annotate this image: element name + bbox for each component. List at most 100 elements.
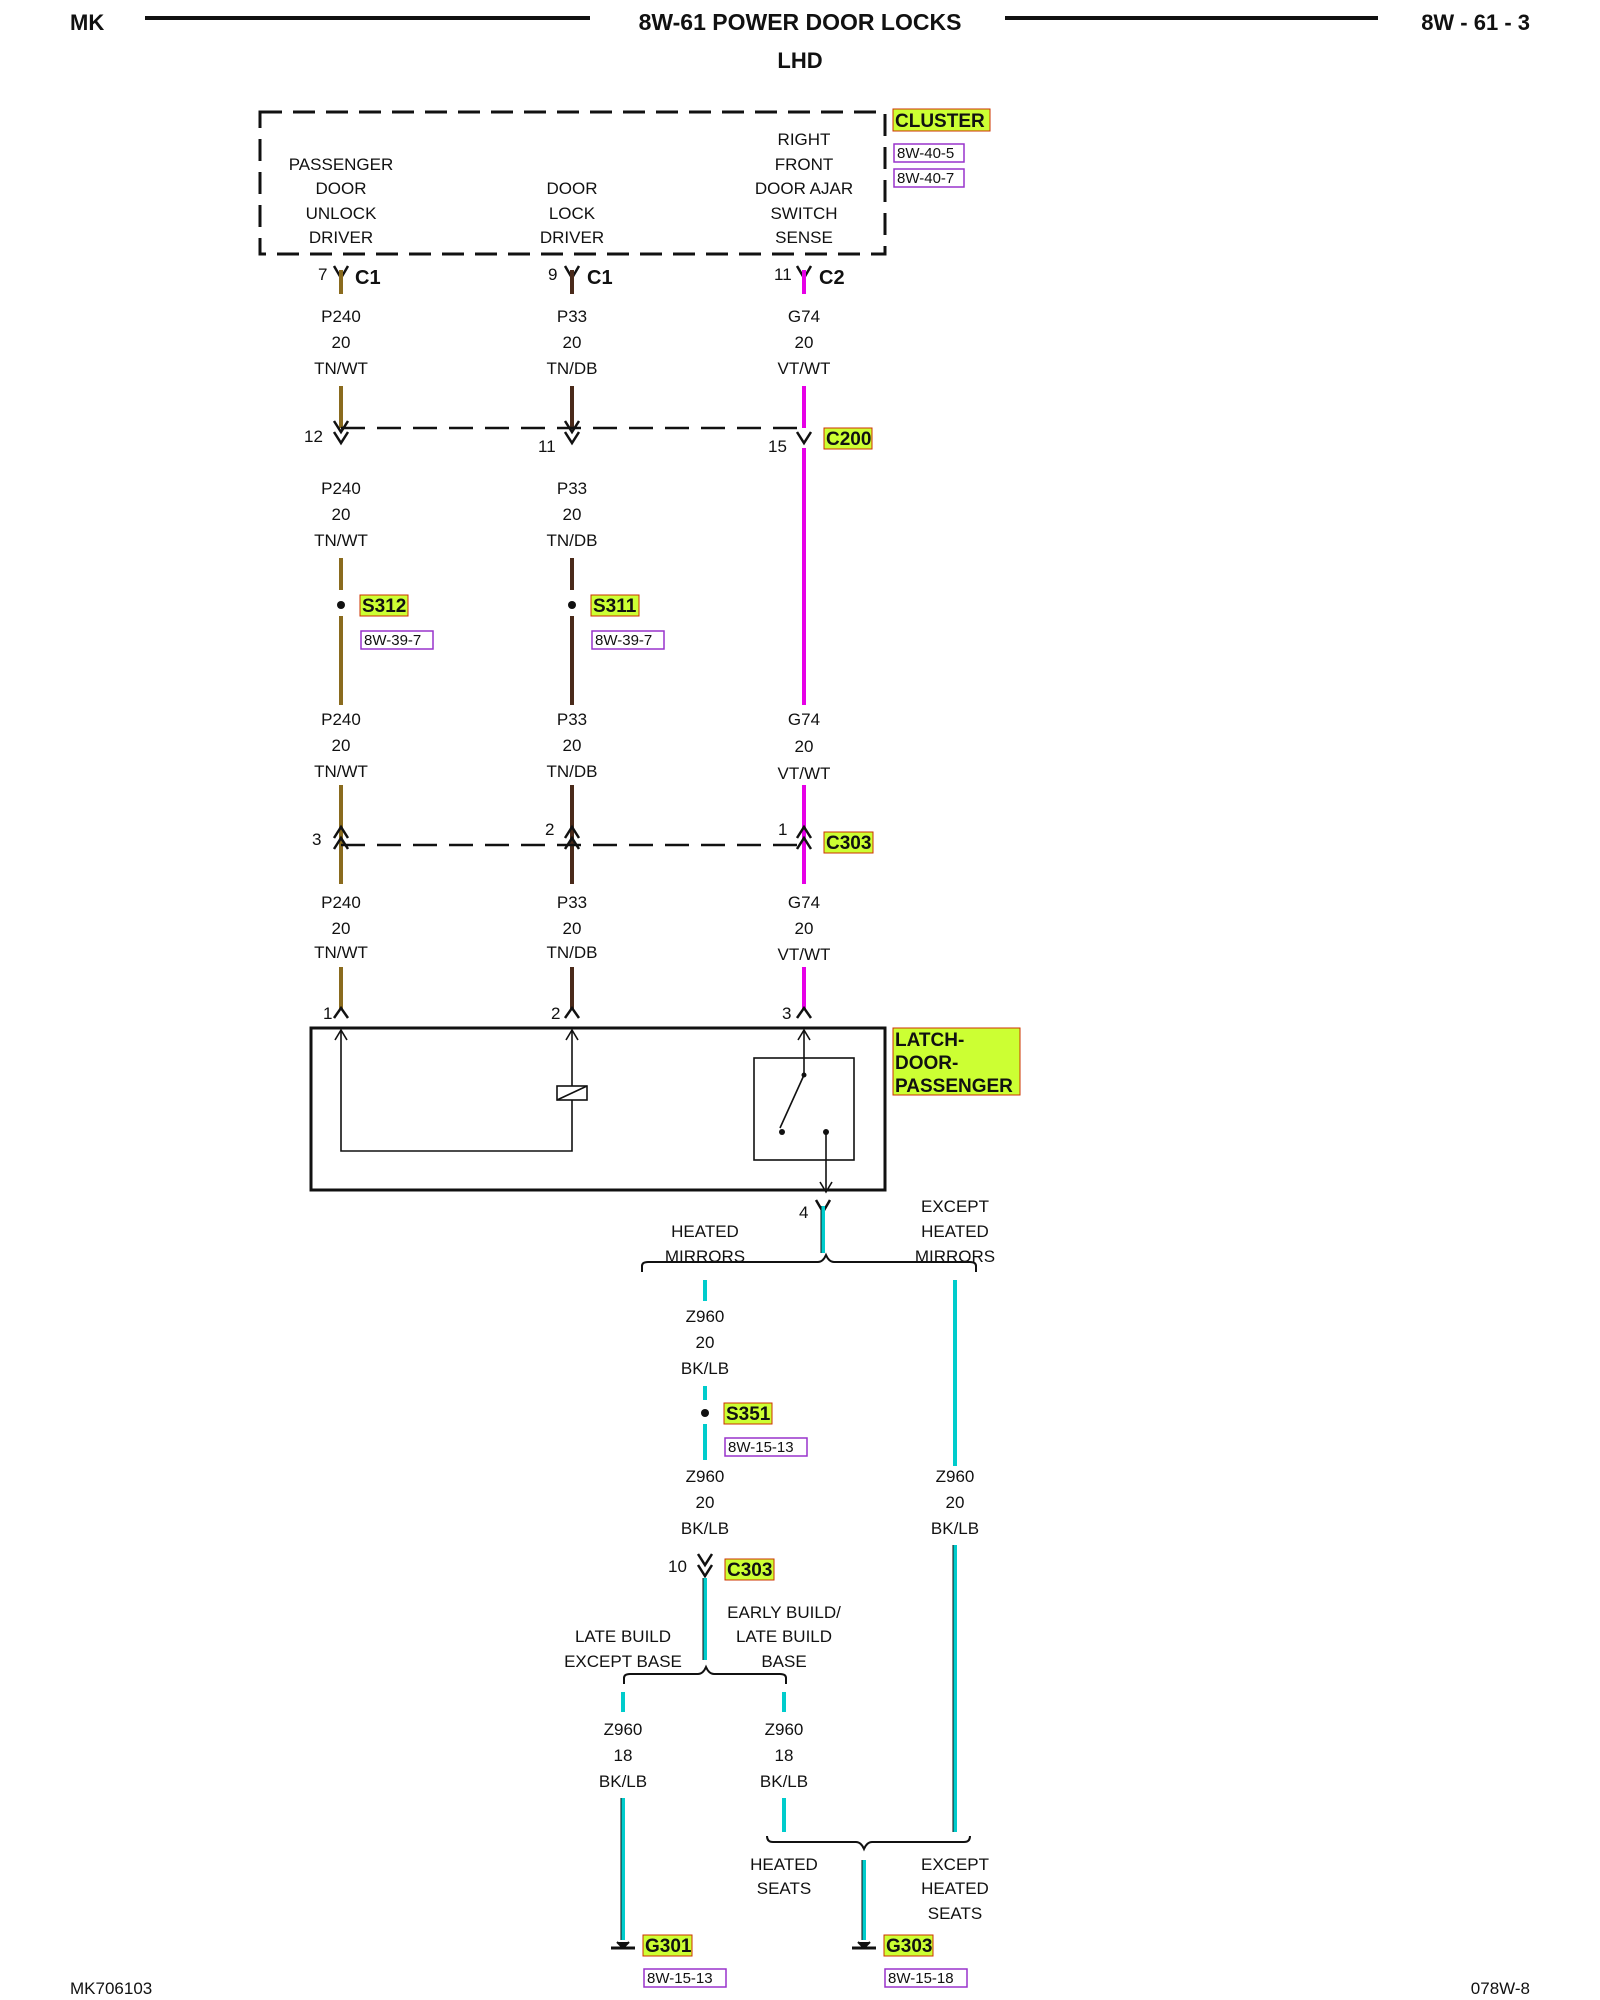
wire-color: TN/DB (547, 531, 598, 550)
wire-circuit: Z960 (686, 1467, 725, 1486)
s312-ref[interactable]: 8W-39-7 (364, 632, 421, 649)
splice-dot (701, 1409, 709, 1417)
branch-label: EXCEPT BASE (564, 1652, 682, 1671)
wire-color: TN/DB (547, 943, 598, 962)
cluster-pin-7: 7 C1 (318, 265, 381, 289)
ground-g301: G301 8W-15-13 (611, 1934, 727, 1988)
branch-label: MIRRORS (915, 1247, 995, 1266)
wire-g74: G74 20 VT/WT G74 20 VT/WT G74 20 VT/WT (778, 270, 831, 1010)
wire-circuit: P33 (557, 307, 587, 326)
wire-color: TN/DB (547, 359, 598, 378)
pin-symbol (563, 420, 581, 435)
branch-label: EXCEPT (921, 1855, 989, 1874)
pin-symbol (795, 824, 813, 839)
g301-ref-box (643, 1968, 727, 1988)
wire-circuit: G74 (788, 710, 820, 729)
splice-s351: S351 8W-15-13 (701, 1402, 808, 1457)
latch-arrow (797, 1028, 811, 1041)
wire-circuit: P33 (557, 710, 587, 729)
branch-label: EARLY BUILD/ (727, 1603, 841, 1622)
latch-label-line: DOOR- (895, 1053, 958, 1074)
wire-color: TN/WT (314, 943, 368, 962)
branch-label: EXCEPT (921, 1197, 989, 1216)
wire-gauge: 20 (563, 333, 582, 352)
cluster-ref-1[interactable]: 8W-40-5 (897, 145, 954, 162)
option-brace (766, 1835, 971, 1852)
pin-number: 10 (668, 1557, 687, 1576)
g301-ref[interactable]: 8W-15-13 (647, 1970, 713, 1987)
branch-label: HEATED (921, 1222, 989, 1241)
wire-circuit: P33 (557, 479, 587, 498)
s312-tag-bg (359, 594, 409, 617)
branch-label: HEATED (671, 1222, 739, 1241)
cluster-pin-9: 9 C1 (548, 265, 613, 289)
wire-gauge: 20 (332, 333, 351, 352)
wire-circuit: P240 (321, 479, 361, 498)
g303-label: G303 (886, 1936, 932, 1957)
function-line: FRONT (775, 155, 834, 174)
function-line: DOOR AJAR (755, 179, 853, 198)
pin-symbol (563, 835, 581, 850)
s351-ref[interactable]: 8W-15-13 (728, 1439, 794, 1456)
wire-gauge: 20 (795, 919, 814, 938)
c303b-tag-bg (724, 1558, 775, 1581)
branch-label: SEATS (928, 1904, 982, 1923)
wire-color: BK/LB (931, 1519, 979, 1538)
pin-symbol (332, 835, 350, 850)
wire-color: BK/LB (599, 1772, 647, 1791)
wire-color: TN/WT (314, 359, 368, 378)
latch-internal-wire (340, 1030, 573, 1152)
latch-label-line: PASSENGER (895, 1076, 1013, 1097)
cluster-ref-2-box (893, 168, 965, 188)
cluster-ref-1-box (893, 143, 965, 163)
cluster-ref-2[interactable]: 8W-40-7 (897, 170, 954, 187)
latch-tag-bg (892, 1027, 1021, 1096)
s351-tag-bg (723, 1402, 773, 1425)
page-header: MK 8W-61 POWER DOOR LOCKS 8W - 61 - 3 LH… (70, 9, 1530, 73)
latch-arrow (334, 1028, 348, 1041)
function-line: PASSENGER (289, 155, 394, 174)
s312-ref-box (360, 630, 434, 650)
function-line: DOOR (547, 179, 598, 198)
s312-label: S312 (362, 596, 406, 617)
page-number: 8W - 61 - 3 (1421, 10, 1530, 35)
pin-symbol (696, 1553, 714, 1568)
pin-number: 2 (545, 820, 554, 839)
function-line: DRIVER (309, 228, 373, 247)
wire-circuit: G74 (788, 893, 820, 912)
pin-symbol (795, 835, 813, 850)
pin-number: 3 (782, 1004, 791, 1023)
s311-tag-bg (590, 594, 640, 617)
g303-tag-bg (883, 1934, 934, 1957)
function-line: RIGHT (778, 130, 831, 149)
wire-gauge: 20 (795, 333, 814, 352)
latch-arrow (819, 1181, 833, 1194)
wire-gauge: 20 (563, 919, 582, 938)
connector-name: C1 (587, 267, 613, 289)
pin-symbol (332, 824, 350, 839)
lock-motor-symbol (556, 1085, 588, 1101)
wire-color: VT/WT (778, 764, 831, 783)
s311-ref[interactable]: 8W-39-7 (595, 632, 652, 649)
wire-z960: HEATED MIRRORS EXCEPT HEATED MIRRORS Z96… (564, 1197, 995, 1940)
wire-color: BK/LB (681, 1519, 729, 1538)
wire-color: BK/LB (681, 1359, 729, 1378)
pin-number: 15 (768, 437, 787, 456)
c303a-label: C303 (826, 833, 871, 854)
switch-contact (779, 1129, 785, 1135)
wire-circuit: P33 (557, 893, 587, 912)
wire-gauge: 20 (332, 919, 351, 938)
page-title: 8W-61 POWER DOOR LOCKS (639, 9, 962, 35)
pin-number: 11 (774, 265, 792, 284)
latch-outline (309, 1026, 887, 1192)
pin-number: 1 (778, 820, 787, 839)
branch-label: HEATED (921, 1879, 989, 1898)
g303-ref[interactable]: 8W-15-18 (888, 1970, 954, 1987)
function-line: LOCK (549, 204, 596, 223)
wire-circuit: Z960 (604, 1720, 643, 1739)
wire-circuit: P240 (321, 710, 361, 729)
pin-number: 4 (799, 1203, 808, 1222)
cluster-function-lock: DOOR LOCK DRIVER (540, 179, 604, 247)
c303b-label: C303 (727, 1560, 772, 1581)
